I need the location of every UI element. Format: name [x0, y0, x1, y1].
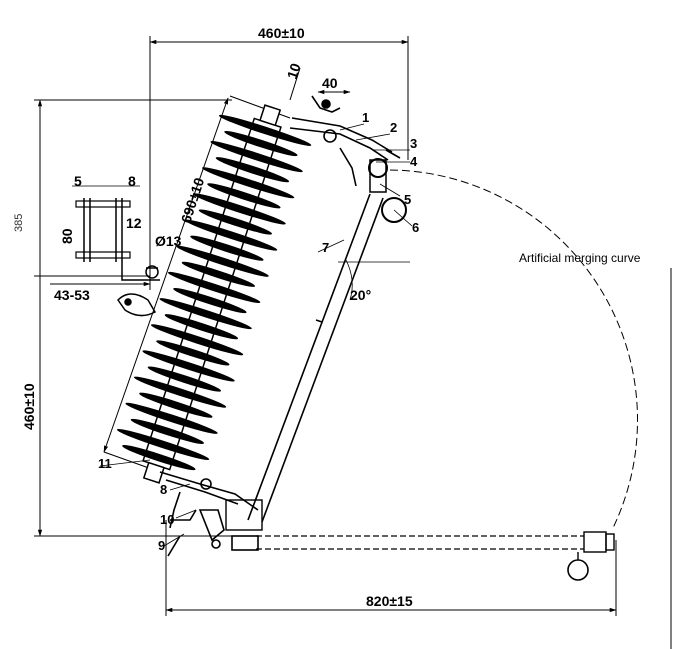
insulator-shed	[164, 314, 239, 340]
dim-bolt-diameter: Ø13	[155, 233, 182, 249]
insulator-shed	[142, 350, 235, 382]
part-label-3: 3	[410, 136, 417, 151]
insulator-shed	[116, 428, 210, 461]
part-label-11: 11	[98, 456, 112, 471]
part-label-6: 6	[412, 220, 419, 235]
dim-bracket-12: 12	[126, 215, 142, 231]
insulator-shed	[210, 140, 303, 173]
insulator-shed	[147, 366, 222, 392]
insulator-shed	[133, 376, 227, 408]
part-label-10: 10	[160, 512, 174, 527]
dim-mount-offset: 43-53	[54, 287, 90, 303]
insulator-shed	[193, 193, 286, 225]
part-label-8: 8	[160, 482, 167, 497]
mounting-bracket	[72, 185, 160, 317]
insulator-shed	[207, 183, 281, 209]
insulator-shed	[190, 235, 264, 261]
insulator-shed	[173, 287, 247, 314]
dim-top-40: 40	[322, 75, 338, 91]
insulator-shed	[184, 219, 278, 251]
insulator-shed	[215, 157, 290, 183]
insulator-shed	[201, 167, 295, 199]
dim-angle: 20°	[350, 287, 371, 303]
insulator	[116, 104, 312, 484]
insulator-shed	[167, 271, 261, 304]
dim-bracket-5: 5	[74, 173, 82, 189]
insulator-shed	[224, 130, 298, 157]
insulator-shed	[122, 444, 196, 471]
top-contact	[289, 95, 407, 223]
dim-side-385: 385	[13, 214, 25, 232]
insulator-shed	[176, 245, 269, 277]
part-leaders	[99, 123, 413, 547]
merging-curve	[389, 169, 638, 531]
dim-bracket-8: 8	[128, 173, 136, 189]
fuse-tube	[247, 193, 410, 523]
dim-bottom-width: 820±15	[366, 593, 413, 609]
dropped-fuse-tube	[256, 531, 615, 581]
part-label-1: 1	[362, 110, 369, 125]
insulator-shed	[156, 340, 230, 366]
insulator-shed	[218, 114, 312, 147]
bottom-contact	[159, 471, 263, 557]
insulator-shed	[159, 297, 252, 330]
part-label-2: 2	[390, 120, 397, 135]
part-label-7: 7	[322, 240, 329, 255]
dim-insulator-length: 690±10	[178, 175, 208, 224]
insulator-shed	[130, 418, 205, 445]
merging-curve-label: Artificial merging curve	[519, 251, 641, 265]
dim-top-10: 10	[284, 61, 304, 81]
dim-left-height: 460±10	[21, 383, 37, 430]
insulator-shed	[198, 209, 273, 235]
part-label-5: 5	[404, 192, 411, 207]
part-label-4: 4	[410, 154, 418, 169]
insulator-shed	[181, 261, 256, 288]
insulator-shed	[150, 324, 244, 356]
insulator-shed	[125, 402, 218, 434]
dim-bracket-80: 80	[59, 228, 75, 244]
part-label-9: 9	[158, 538, 165, 553]
insulator-shed	[139, 392, 213, 418]
dim-top-width: 460±10	[258, 25, 305, 41]
